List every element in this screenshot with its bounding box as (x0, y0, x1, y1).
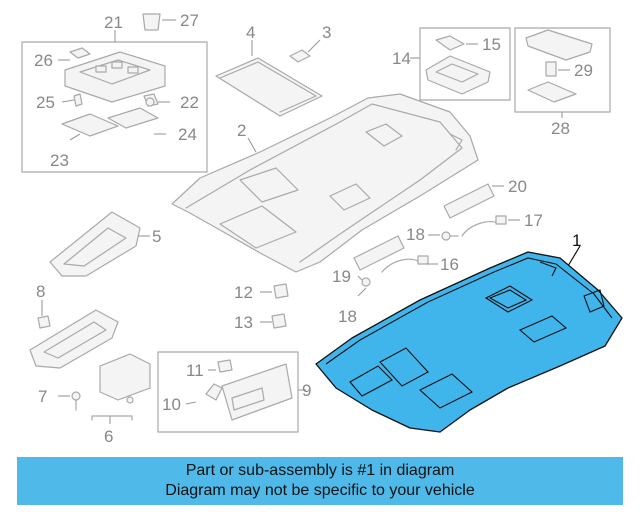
grab-handle-20 (443, 183, 504, 219)
callout-15: 15 (482, 35, 501, 54)
callout-21: 21 (104, 13, 123, 32)
callout-28: 28 (551, 119, 570, 138)
headliner-2 (171, 93, 479, 273)
callout-13: 13 (234, 313, 253, 332)
screw-7 (58, 391, 81, 411)
callout-19: 19 (332, 267, 351, 286)
callout-6: 6 (104, 427, 113, 446)
callout-4: 4 (246, 23, 255, 42)
bracket-8 (29, 300, 119, 369)
screw-18-top (428, 231, 459, 241)
callout-1: 1 (572, 231, 581, 250)
banner-line-2: Diagram may not be specific to your vehi… (165, 482, 475, 499)
banner-line-1: Part or sub-assembly is #1 in diagram (185, 462, 455, 479)
callout-26: 26 (34, 51, 53, 70)
callout-10: 10 (162, 395, 181, 414)
callout-17: 17 (524, 211, 543, 230)
callout-7: 7 (38, 387, 47, 406)
callout-27: 27 (180, 11, 199, 30)
callout-2: 2 (237, 121, 246, 140)
map-lamp-group-14 (410, 27, 511, 101)
info-banner: Part or sub-assembly is #1 in diagram Di… (17, 457, 623, 505)
callout-11: 11 (186, 361, 204, 380)
callout-16: 16 (440, 255, 459, 274)
headliner-part-1 (315, 245, 623, 433)
callout-9: 9 (302, 381, 311, 400)
callout-8: 8 (36, 282, 45, 301)
clip-27 (142, 13, 176, 31)
panel-4 (215, 40, 323, 117)
sun-visor-group-9 (157, 351, 306, 433)
clip-3 (289, 39, 321, 63)
callout-14: 14 (392, 49, 411, 68)
callout-labels: 1 2 3 4 5 6 7 8 9 10 11 12 13 14 15 16 1… (34, 11, 593, 446)
leaders-21-box (58, 59, 170, 141)
callout-22: 22 (180, 93, 199, 112)
callout-5: 5 (152, 227, 161, 246)
callout-24: 24 (178, 125, 197, 144)
callout-18a: 18 (406, 225, 425, 244)
grab-handle-19 (353, 235, 405, 287)
callout-3: 3 (322, 23, 331, 42)
callout-20: 20 (508, 177, 527, 196)
callout-23: 23 (50, 151, 69, 170)
screw-18-bottom (357, 287, 367, 297)
callout-25: 25 (36, 93, 55, 112)
clip-12 (260, 283, 289, 299)
handle-16 (381, 255, 438, 273)
callout-12: 12 (234, 283, 253, 302)
callout-18b: 18 (338, 307, 357, 326)
callout-29: 29 (574, 61, 593, 80)
bracket-group-6 (91, 353, 151, 424)
handle-17 (461, 215, 520, 237)
bracket-5 (49, 211, 150, 277)
dome-lamp-group-21 (21, 30, 208, 173)
rear-lamp-group-28 (514, 27, 611, 118)
clip-13 (260, 313, 287, 329)
